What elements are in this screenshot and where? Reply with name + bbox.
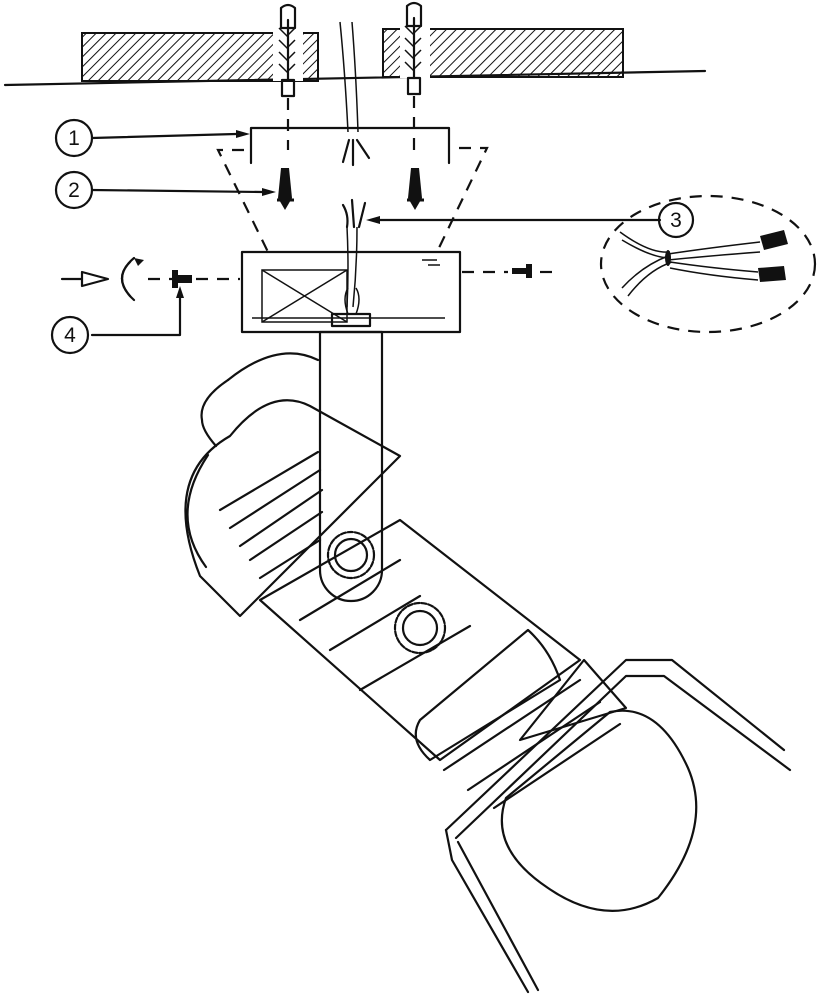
wall-anchor-left: [278, 3, 297, 98]
callout-4-label: 4: [64, 324, 76, 347]
callout-1-label: 1: [68, 127, 80, 150]
mains-cable: [339, 21, 371, 167]
guide-lines: [216, 146, 489, 253]
canopy: [240, 250, 462, 334]
wall-anchor-right: [404, 1, 423, 96]
screw-left: [277, 168, 294, 210]
callout-2-label: 2: [68, 179, 80, 202]
callout-2: 2: [54, 170, 94, 210]
callout-1: 1: [54, 118, 94, 158]
callout-3: 3: [657, 201, 695, 239]
spotlight: [184, 352, 792, 994]
adjustment-knob-lower: [393, 601, 447, 655]
callout-3-label: 3: [670, 209, 682, 232]
adjustment-knob-upper: [326, 530, 376, 580]
callout-leaders: [90, 130, 662, 337]
callout-4: 4: [50, 315, 90, 355]
mounting-bracket: [249, 96, 451, 165]
side-fixing: [60, 256, 560, 302]
fixture-wires: [341, 198, 367, 308]
wire-connector-detail: [599, 194, 817, 334]
screw-right: [407, 168, 424, 210]
